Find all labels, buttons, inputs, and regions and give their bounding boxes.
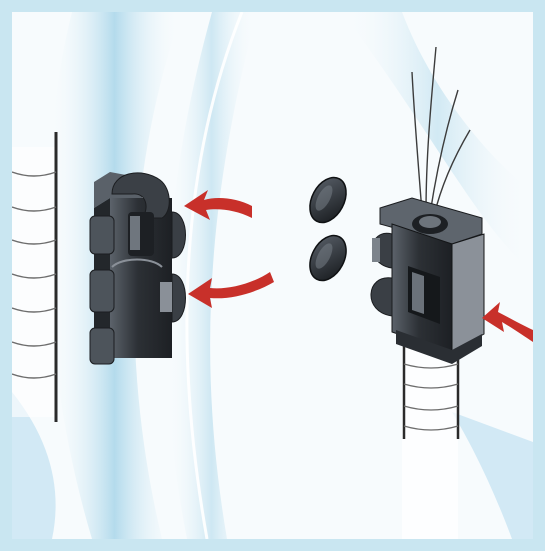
left-rod: [12, 132, 56, 422]
disc-lower: [303, 229, 354, 286]
right-hinge-block: [371, 198, 484, 364]
right-rod: [402, 342, 458, 539]
disc-upper: [303, 171, 354, 228]
arrow-right-edge: [482, 302, 533, 342]
assembly-diagram: [12, 12, 533, 539]
left-clip-bracket: [90, 172, 186, 364]
